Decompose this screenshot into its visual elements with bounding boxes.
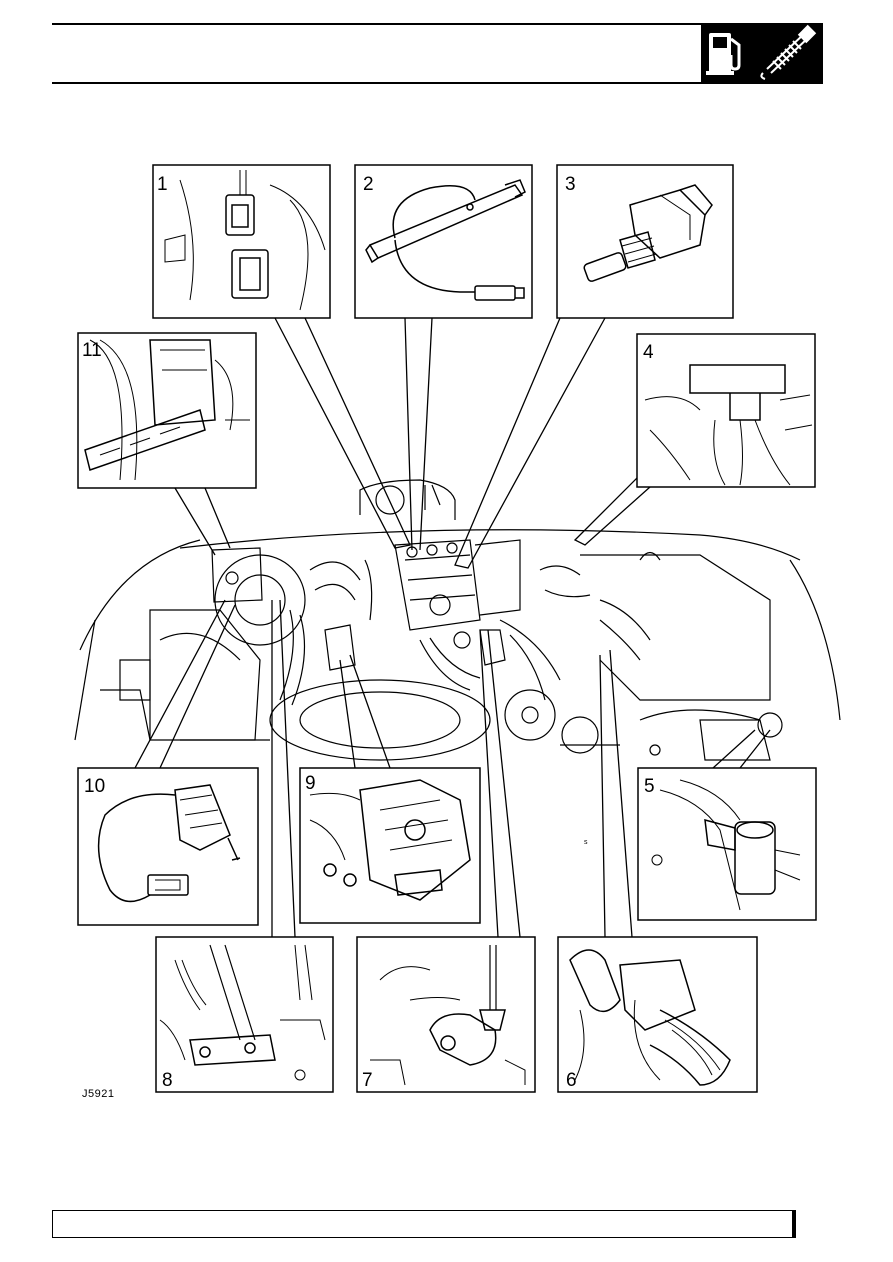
- section-icon-block: [701, 23, 823, 83]
- callout-9-label: 9: [305, 773, 316, 794]
- engine-bay-illustration: s: [74, 479, 841, 846]
- callout-2-label: 2: [363, 174, 374, 195]
- glow-plug-icon: [760, 24, 817, 80]
- callout-6-label: 6: [566, 1070, 577, 1091]
- leader-lines: [134, 317, 771, 938]
- callout-5-label: 5: [644, 776, 655, 797]
- footer-bar: [52, 1210, 793, 1238]
- inset-panel-4: [636, 333, 816, 488]
- callout-8-label: 8: [162, 1070, 173, 1091]
- header-rule-bottom: [52, 82, 823, 84]
- inset-panel-5: [637, 767, 817, 921]
- inset-panel-9: [299, 767, 481, 924]
- fuel-pump-icon: [706, 33, 741, 75]
- callout-10-label: 10: [84, 776, 105, 797]
- inset-panel-3: [556, 164, 734, 319]
- inset-panel-10: [77, 767, 259, 926]
- footer-tab: [793, 1210, 796, 1238]
- header-rule-top: [52, 23, 823, 25]
- inset-panel-6: [557, 936, 758, 1093]
- callout-7-label: 7: [362, 1070, 373, 1091]
- inset-panel-1: [152, 164, 331, 319]
- inset-panel-11: [77, 332, 257, 489]
- callout-1-label: 1: [157, 174, 168, 195]
- callout-4-label: 4: [643, 342, 654, 363]
- figure-reference: J5921: [82, 1088, 115, 1100]
- inset-panel-7: [356, 936, 536, 1093]
- callout-11-label: 11: [82, 340, 102, 361]
- svg-text:s: s: [584, 839, 588, 846]
- callout-3-label: 3: [565, 174, 576, 195]
- inset-panel-8: [155, 936, 334, 1093]
- inset-panel-2: [354, 164, 533, 319]
